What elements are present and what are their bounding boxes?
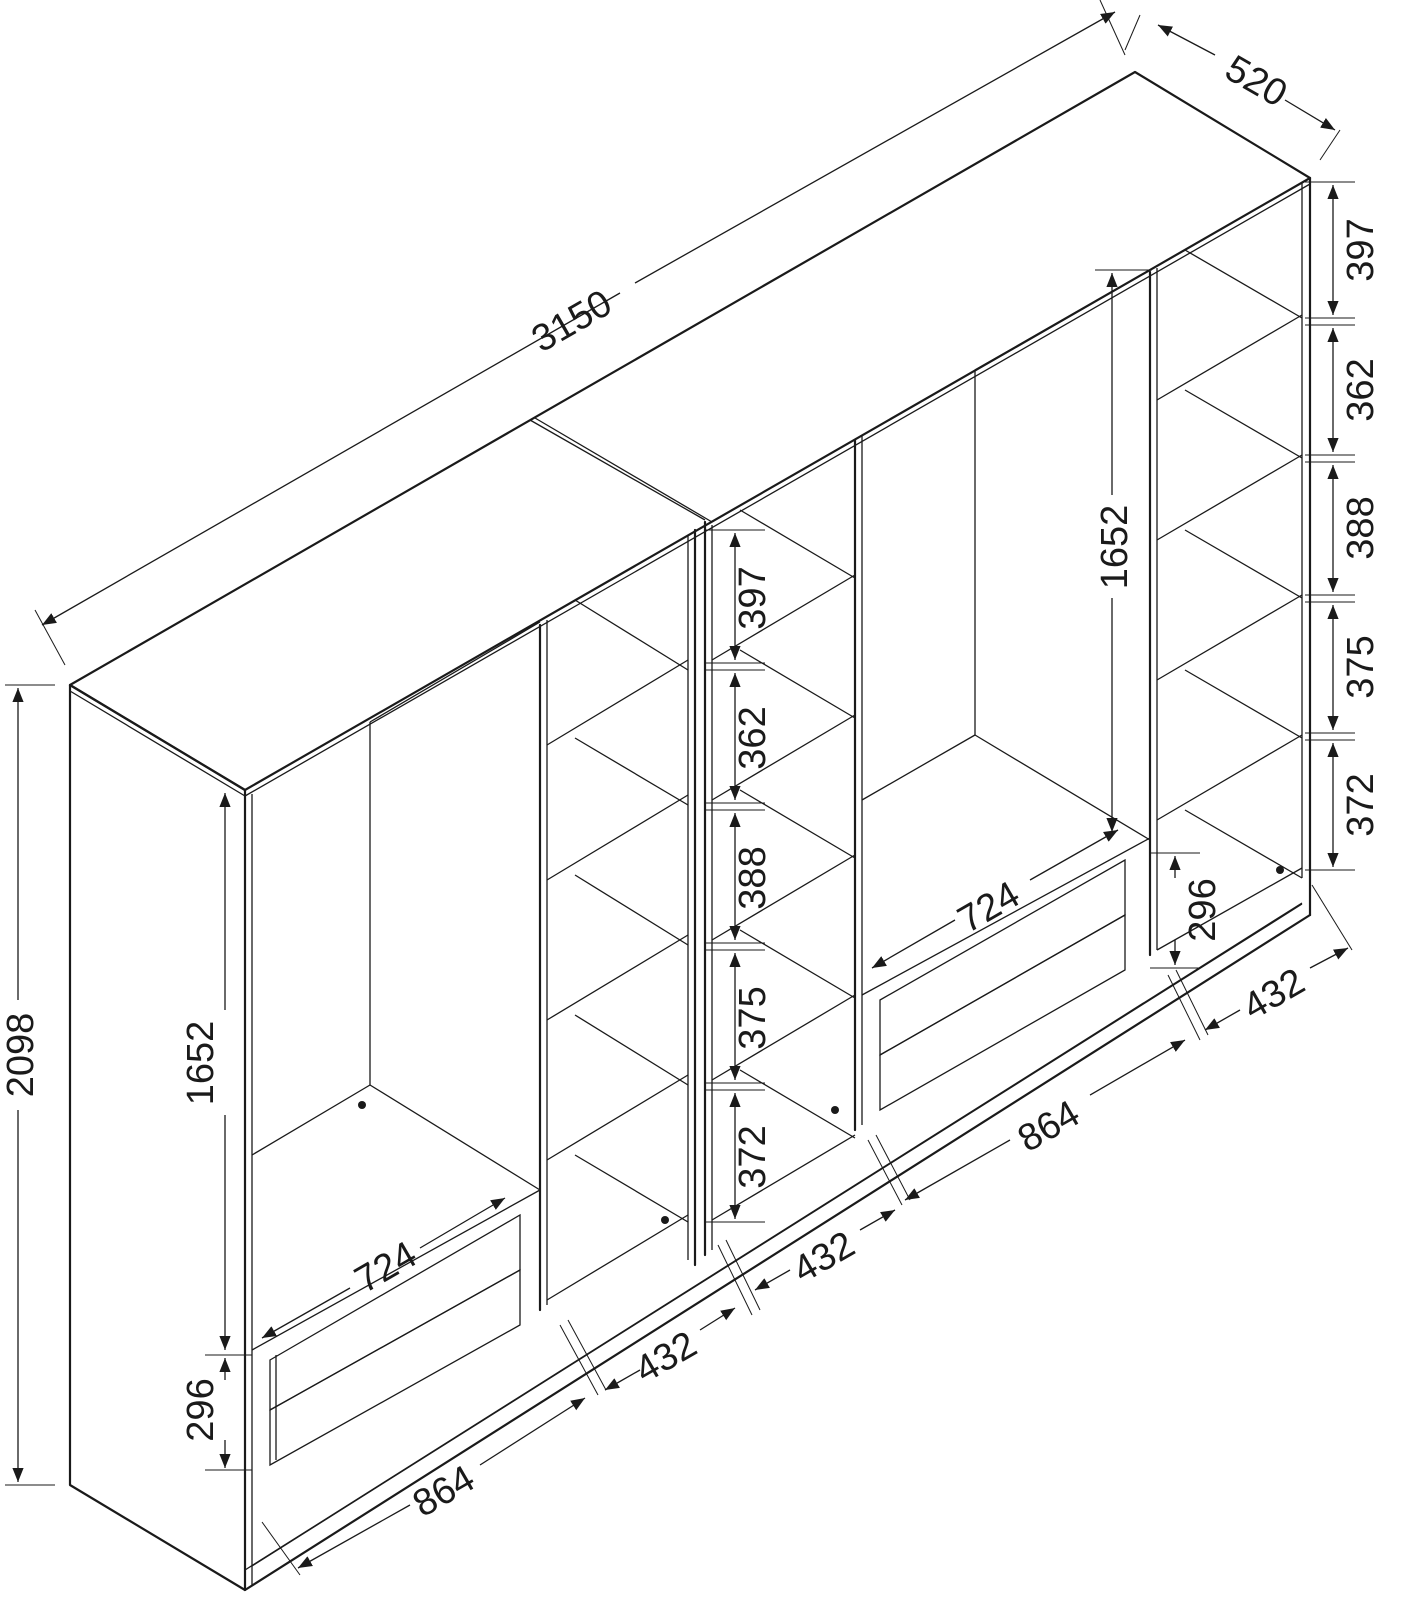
label-left-drawer-width: 724 <box>348 1234 424 1302</box>
cabinet-top <box>68 70 1312 792</box>
label-left-drawer-height: 296 <box>180 1378 222 1441</box>
cabinet-body <box>68 70 1312 1592</box>
label-middle-shelf-4: 375 <box>732 986 774 1049</box>
label-overall-depth: 520 <box>1218 48 1294 116</box>
left-wardrobe <box>251 621 541 1467</box>
label-right-shelf-4: 375 <box>1340 635 1382 698</box>
label-right-shelf-5: 372 <box>1340 773 1382 836</box>
label-right-hang-height: 1652 <box>1094 505 1136 590</box>
label-right-wardrobe-width: 864 <box>1011 1093 1087 1161</box>
label-right-shelf-width: 432 <box>1236 961 1312 1029</box>
label-right-shelf-3: 388 <box>1340 496 1382 559</box>
left-side-panel <box>68 683 247 1592</box>
label-left-shelf-width: 432 <box>628 1324 704 1392</box>
label-middle-shelf-5: 372 <box>732 1125 774 1188</box>
label-overall-width: 3150 <box>525 282 619 361</box>
label-right-drawer-height: 296 <box>1182 878 1224 941</box>
right-shelves <box>1156 249 1303 951</box>
left-drawer-2 <box>269 1268 521 1467</box>
label-middle-shelf-width: 432 <box>786 1224 862 1292</box>
label-right-shelf-2: 362 <box>1340 358 1382 421</box>
right-wardrobe <box>861 269 1151 1112</box>
dimension-labels: 3150 520 2098 1652 296 724 864 432 432 8… <box>0 48 1382 1526</box>
label-right-shelf-1: 397 <box>1340 218 1382 281</box>
label-middle-shelf-2: 362 <box>732 706 774 769</box>
label-right-drawer-width: 724 <box>951 874 1027 942</box>
left-shelves <box>546 599 689 1301</box>
label-overall-height: 2098 <box>0 1013 42 1098</box>
label-left-wardrobe-width: 864 <box>406 1458 482 1526</box>
dimension-lines <box>5 0 1355 1576</box>
right-drawer-2 <box>879 913 1126 1112</box>
right-shelf-column <box>1148 249 1303 957</box>
label-middle-shelf-3: 388 <box>732 846 774 909</box>
middle-shelf-column <box>703 436 863 1257</box>
left-shelf-column <box>538 528 697 1312</box>
label-middle-shelf-1: 397 <box>732 566 774 629</box>
label-left-hang-height: 1652 <box>180 1021 222 1106</box>
